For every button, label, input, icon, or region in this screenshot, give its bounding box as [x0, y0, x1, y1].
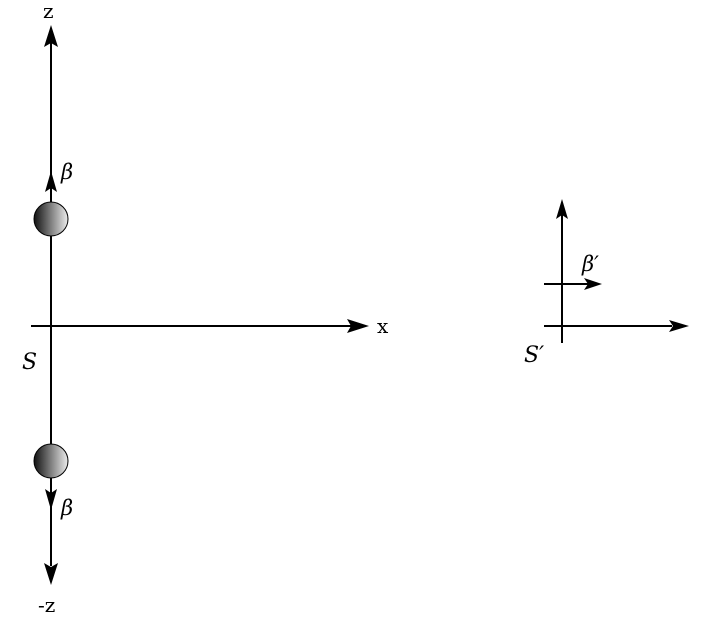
velocity-down-arrow-icon — [45, 489, 57, 510]
frame-s-prime: β′ S′ — [524, 199, 689, 368]
particle-lower: β — [33, 443, 73, 520]
z-axis-label: z — [43, 0, 54, 23]
frame-s: z -z x S β β — [22, 0, 389, 617]
velocity-label-upper: β — [60, 160, 73, 184]
frame-s-prime-label: S′ — [524, 343, 544, 368]
velocity-up-arrow-icon — [45, 171, 57, 192]
neg-z-axis-label: -z — [38, 593, 55, 617]
frame-s-label: S — [22, 350, 37, 375]
s-prime-horizontal-arrow-icon — [669, 320, 689, 332]
x-axis-arrow-icon — [347, 319, 369, 333]
z-axis-arrow-icon — [44, 25, 58, 47]
s-prime-velocity-label: β′ — [581, 252, 599, 276]
velocity-label-lower: β — [60, 496, 73, 520]
s-prime-velocity-arrow-icon — [584, 278, 602, 290]
s-prime-vertical-arrow-icon — [556, 199, 568, 219]
particle-upper: β — [33, 160, 73, 237]
sphere-icon — [33, 443, 69, 479]
neg-z-axis-arrow-icon — [44, 563, 58, 585]
x-axis-label: x — [377, 314, 389, 338]
sphere-icon — [33, 201, 69, 237]
